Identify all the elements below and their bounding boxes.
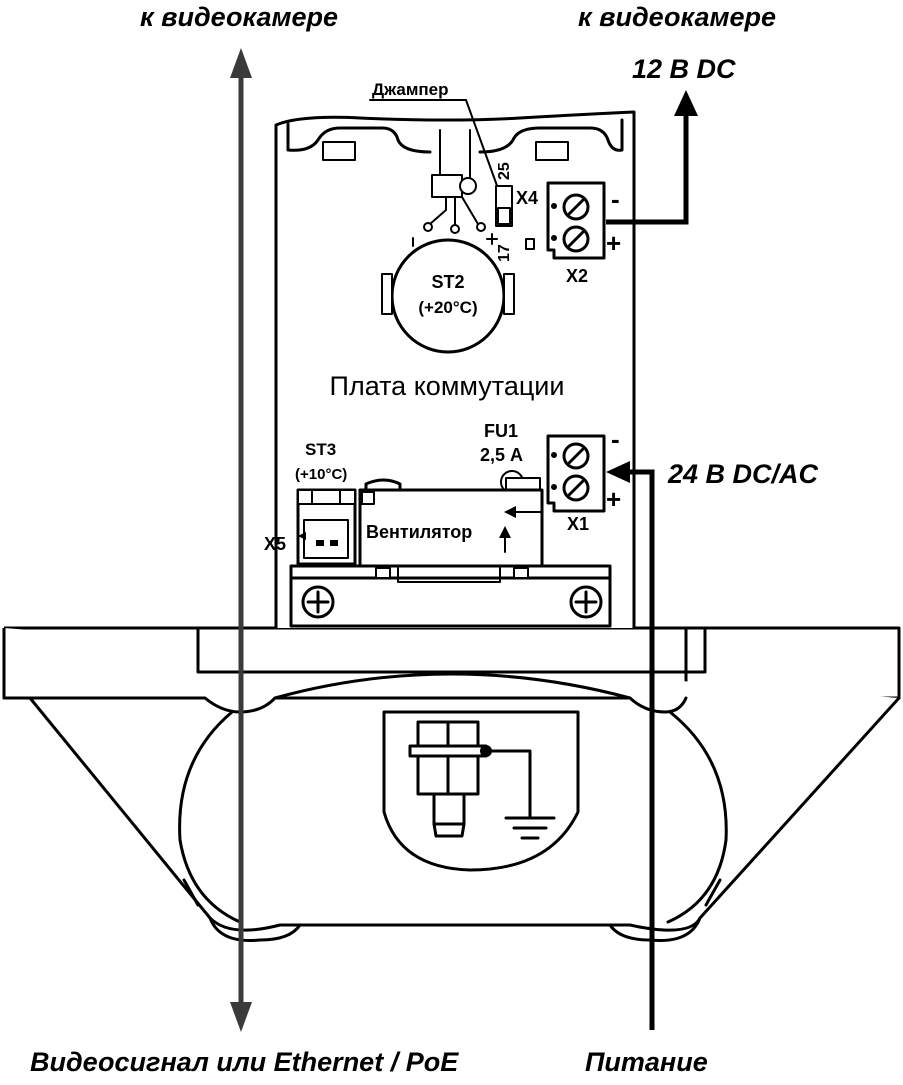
label-board-title: Плата коммутации (330, 371, 565, 401)
label-fu1-rating: 2,5 А (480, 445, 523, 465)
label-jumper-17: 17 (496, 244, 513, 262)
fan (358, 478, 544, 568)
label-x1: X1 (567, 514, 589, 534)
label-x5: X5 (264, 534, 286, 554)
terminal-x1 (546, 434, 606, 513)
label-to-camera-right: к видеокамере (578, 2, 776, 32)
connector-x5 (296, 488, 357, 566)
label-fan: Вентилятор (366, 522, 472, 542)
label-x2: X2 (566, 266, 588, 286)
ground-symbol (488, 749, 556, 840)
label-st2: ST2 (431, 272, 464, 292)
label-x1-plus: + (606, 484, 621, 514)
label-video-ethernet: Видеосигнал или Ethernet / PoE (30, 1047, 459, 1077)
label-12v-dc: 12 В DC (632, 54, 736, 84)
label-jumper: Джампер (372, 80, 449, 99)
cable-gland (382, 710, 580, 872)
label-x2-minus: - (611, 184, 620, 214)
power-input-arrow (606, 461, 655, 1030)
label-st3-temp: (+10°C) (295, 466, 347, 483)
screw-right (569, 585, 603, 619)
screw-left (301, 585, 335, 619)
label-st3: ST3 (305, 440, 336, 459)
terminal-x2 (546, 181, 606, 260)
jumper (369, 99, 535, 250)
label-x1-minus: - (611, 424, 620, 454)
label-24v-dc-ac: 24 В DC/AC (667, 459, 819, 489)
label-jumper-25: 25 (496, 162, 513, 180)
label-x2-plus: + (606, 228, 621, 258)
camera-power-arrow (606, 90, 698, 225)
thermostat-st2 (381, 129, 515, 354)
label-x4: X4 (516, 188, 538, 208)
label-st2-temp: (+20°C) (418, 298, 477, 317)
video-cable-arrow (230, 48, 252, 1032)
mounting-bracket (289, 564, 612, 628)
label-fu1: FU1 (484, 421, 518, 441)
label-to-camera-left: к видеокамере (140, 2, 338, 32)
label-power: Питание (585, 1047, 708, 1077)
